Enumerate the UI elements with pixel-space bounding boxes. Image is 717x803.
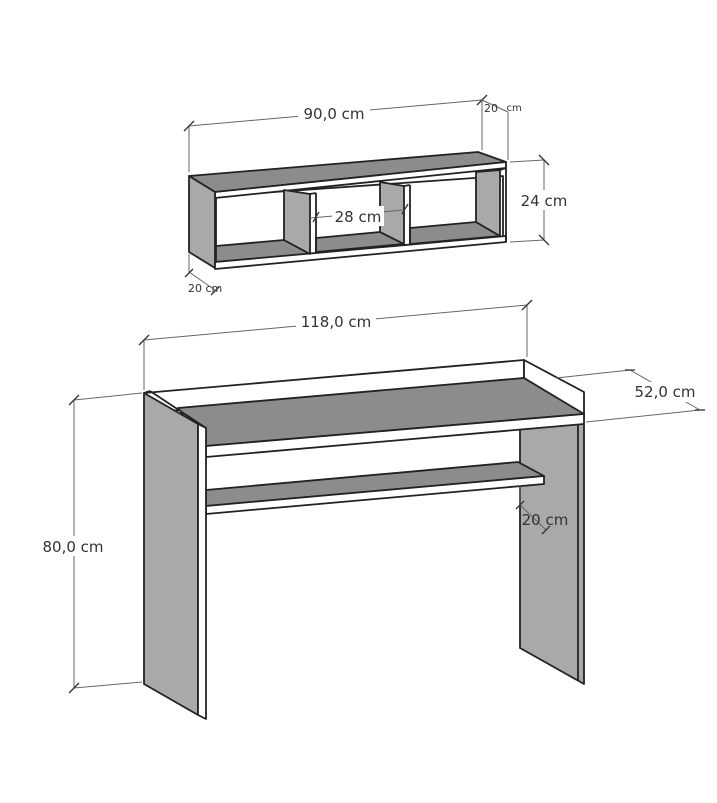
console-lower-shelf-label: 20 cm: [522, 511, 569, 529]
wall-shelf: [188, 151, 507, 270]
console-table: [143, 359, 585, 720]
console-height-label: 80,0 cm: [42, 538, 103, 556]
wall-shelf-divider-1: [283, 189, 311, 255]
wall-shelf-front-depth-label: 20 cm: [188, 282, 222, 295]
console-depth-label: 52,0 cm: [634, 383, 695, 401]
wall-shelf-left-side: [188, 175, 216, 269]
wall-shelf-right-side: [475, 169, 501, 237]
console-left-leg: [143, 392, 199, 716]
wall-shelf-back-depth-label: 20 cm: [484, 102, 522, 115]
wall-shelf-dimensions: [183, 94, 572, 296]
console-left-leg-edge: [197, 423, 207, 720]
wall-shelf-compartment-label: 28 cm: [335, 208, 382, 226]
console-table-dimensions: [36, 299, 705, 694]
wall-shelf-height-label: 24 cm: [521, 192, 568, 210]
wall-shelf-width-label: 90,0 cm: [303, 105, 364, 123]
console-right-leg: [519, 419, 585, 685]
console-width-label: 118,0 cm: [301, 313, 372, 331]
